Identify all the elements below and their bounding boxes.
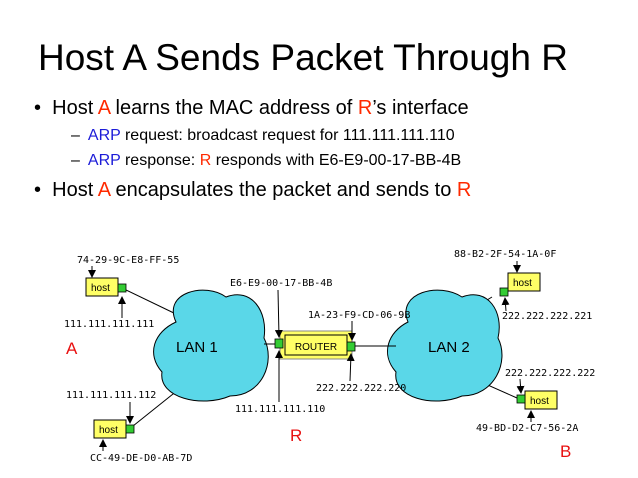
ip-router-lan2: 222.222.222.220 bbox=[316, 383, 406, 394]
host-d-box bbox=[507, 272, 541, 292]
sub-bullet-arp-response: – ARP response: R responds with E6-E9-00… bbox=[71, 151, 461, 171]
mac-host-c: CC-49-DE-D0-AB-7D bbox=[90, 453, 192, 464]
host-b-port bbox=[516, 394, 526, 404]
lan2-cloud bbox=[387, 289, 503, 402]
host-b-label: host bbox=[530, 396, 549, 407]
link-host-c-lan1 bbox=[127, 389, 179, 431]
router-label: ROUTER bbox=[295, 342, 337, 353]
dash: – bbox=[71, 127, 80, 144]
router-port-lan1 bbox=[274, 338, 284, 349]
lan2-label: LAN 2 bbox=[428, 339, 470, 356]
lan1-cloud bbox=[153, 289, 269, 402]
host-a-ref: A bbox=[97, 179, 110, 201]
text: response: bbox=[120, 152, 200, 169]
sub-bullet-arp-request: – ARP request: broadcast request for 111… bbox=[71, 126, 455, 146]
dash: – bbox=[71, 152, 80, 169]
router-ref: R bbox=[456, 179, 472, 201]
host-a-port bbox=[117, 283, 127, 293]
bullet-learn-mac: • Host A learns the MAC address of R’s i… bbox=[34, 96, 469, 120]
arrow-ip-host-b bbox=[516, 378, 525, 394]
host-a-label: host bbox=[91, 283, 110, 294]
mac-host-b: 49-BD-D2-C7-56-2A bbox=[476, 423, 578, 434]
bullet-dot: • bbox=[34, 97, 42, 119]
text: responds with E6-E9-00-17-BB-4B bbox=[211, 152, 462, 169]
arp-ref: ARP bbox=[87, 152, 121, 169]
arrow-mac-router-lan1 bbox=[274, 289, 283, 338]
mac-router-lan2: 1A-23-F9-CD-06-9B bbox=[308, 310, 410, 321]
ip-host-b: 222.222.222.222 bbox=[505, 368, 595, 379]
text: encapsulates the packet and sends to bbox=[109, 179, 457, 201]
bullet-encapsulate: • Host A encapsulates the packet and sen… bbox=[34, 178, 471, 202]
mac-host-a: 74-29-9C-E8-FF-55 bbox=[77, 255, 179, 266]
host-d-label: host bbox=[513, 278, 532, 289]
host-a-mark: A bbox=[66, 339, 78, 358]
text: Host bbox=[52, 97, 98, 119]
text: Host bbox=[52, 179, 98, 201]
arrow-ip-host-d bbox=[501, 297, 510, 312]
host-c-port bbox=[125, 424, 135, 434]
router-port-lan2 bbox=[346, 341, 356, 352]
router-mark: R bbox=[290, 426, 302, 445]
ip-host-a: 111.111.111.111 bbox=[64, 319, 154, 330]
bullet-dot: • bbox=[34, 179, 42, 201]
arp-ref: ARP bbox=[87, 127, 121, 144]
mac-router-lan1: E6-E9-00-17-BB-4B bbox=[230, 278, 332, 289]
ip-host-c: 111.111.111.112 bbox=[66, 390, 156, 401]
text: learns the MAC address of bbox=[109, 97, 358, 119]
lan1-label: LAN 1 bbox=[176, 339, 218, 356]
host-c-label: host bbox=[99, 425, 118, 436]
host-a-ref: A bbox=[97, 97, 110, 119]
ip-host-d: 222.222.222.221 bbox=[502, 311, 592, 322]
arrow-ip-router-lan2 bbox=[346, 353, 355, 382]
router-ref: R bbox=[199, 152, 212, 169]
router-ref: R bbox=[357, 97, 373, 119]
mac-host-d: 88-B2-2F-54-1A-0F bbox=[454, 249, 556, 260]
host-d-port bbox=[499, 287, 509, 297]
ip-router-lan1: 111.111.111.110 bbox=[235, 404, 325, 415]
slide-title: Host A Sends Packet Through R bbox=[38, 37, 568, 78]
text: ’s interface bbox=[372, 97, 469, 119]
host-b-mark: B bbox=[560, 442, 571, 461]
text: request: broadcast request for 111.111.1… bbox=[120, 127, 455, 144]
link-host-a-lan1 bbox=[125, 289, 179, 316]
